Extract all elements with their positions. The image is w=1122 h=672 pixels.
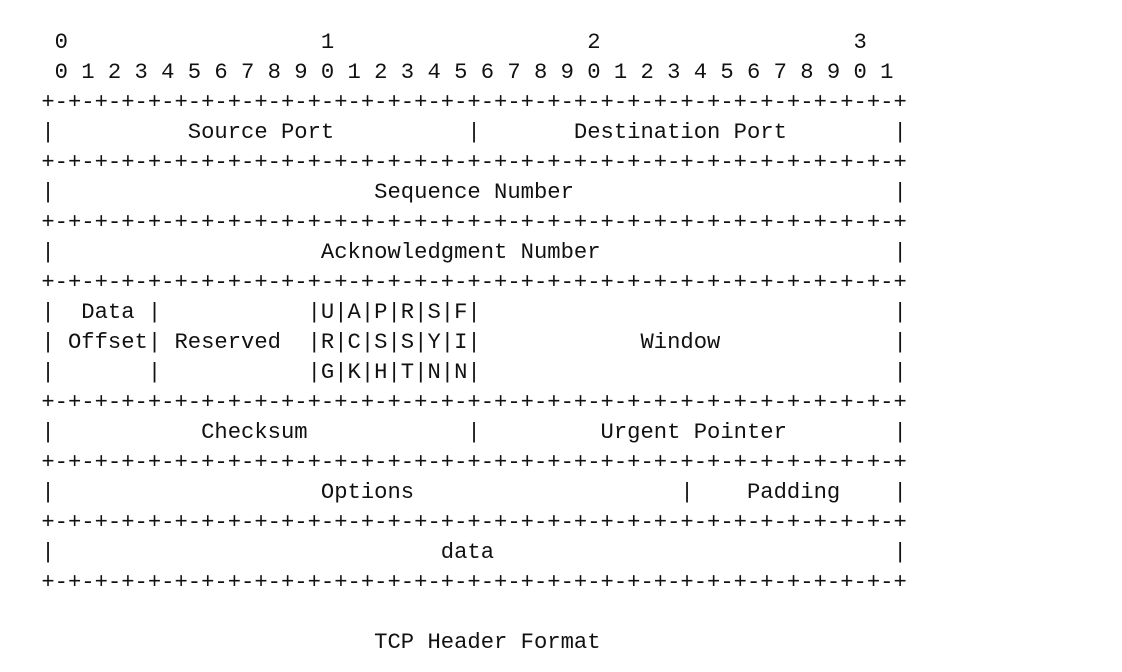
row-border: +-+-+-+-+-+-+-+-+-+-+-+-+-+-+-+-+-+-+-+-… [28, 510, 907, 535]
row-flags-top: | Data | |U|A|P|R|S|F| | [28, 300, 907, 325]
row-acknowledgment-number: | Acknowledgment Number | [28, 240, 907, 265]
row-flags-bottom: | | |G|K|H|T|N|N| | [28, 360, 907, 385]
row-border: +-+-+-+-+-+-+-+-+-+-+-+-+-+-+-+-+-+-+-+-… [28, 150, 907, 175]
bit-units-scale: 0 1 2 3 4 5 6 7 8 9 0 1 2 3 4 5 6 7 8 9 … [28, 60, 894, 85]
row-border: +-+-+-+-+-+-+-+-+-+-+-+-+-+-+-+-+-+-+-+-… [28, 570, 907, 595]
row-border: +-+-+-+-+-+-+-+-+-+-+-+-+-+-+-+-+-+-+-+-… [28, 270, 907, 295]
row-border: +-+-+-+-+-+-+-+-+-+-+-+-+-+-+-+-+-+-+-+-… [28, 90, 907, 115]
row-flags-middle: | Offset| Reserved |R|C|S|S|Y|I| Window … [28, 330, 907, 355]
row-data: | data | [28, 540, 907, 565]
row-border: +-+-+-+-+-+-+-+-+-+-+-+-+-+-+-+-+-+-+-+-… [28, 210, 907, 235]
diagram-caption: TCP Header Format [28, 630, 601, 655]
row-checksum-urgent: | Checksum | Urgent Pointer | [28, 420, 907, 445]
row-options-padding: | Options | Padding | [28, 480, 907, 505]
row-border: +-+-+-+-+-+-+-+-+-+-+-+-+-+-+-+-+-+-+-+-… [28, 390, 907, 415]
bit-tens-scale: 0 1 2 3 [28, 30, 867, 55]
row-ports: | Source Port | Destination Port | [28, 120, 907, 145]
tcp-header-diagram: 0 1 2 3 0 1 2 3 4 5 6 7 8 9 0 1 2 3 4 5 … [28, 28, 907, 658]
blank-line [28, 598, 907, 628]
row-sequence-number: | Sequence Number | [28, 180, 907, 205]
row-border: +-+-+-+-+-+-+-+-+-+-+-+-+-+-+-+-+-+-+-+-… [28, 450, 907, 475]
